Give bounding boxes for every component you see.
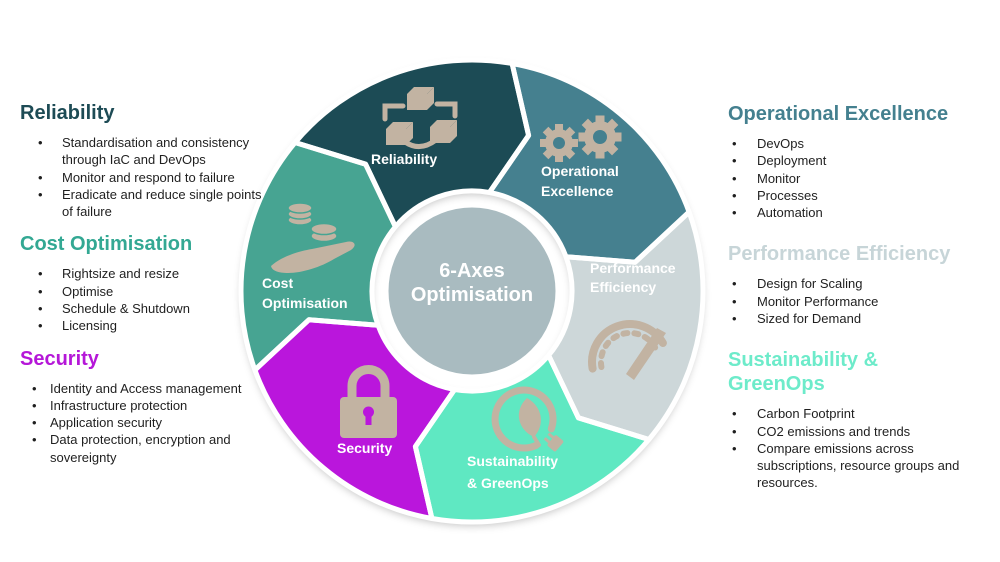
performance-bullet-list: Design for Scaling Monitor Performance S… <box>728 275 988 327</box>
padlock-icon <box>340 365 397 438</box>
cubes-network-icon <box>382 87 458 149</box>
bullet-item: Data protection, encryption and sovereig… <box>20 431 274 466</box>
bullet-item: Sized for Demand <box>728 310 988 328</box>
cost-bullet-list: Rightsize and resize Optimise Schedule &… <box>20 265 274 334</box>
bullet-item: Monitor Performance <box>728 293 988 311</box>
reliability-bullet-list: Standardisation and consistency through … <box>20 134 274 220</box>
section-heading-operational-excellence: Operational Excellence <box>728 103 949 125</box>
bullet-item: DevOps <box>728 135 988 153</box>
wheel-center-circle <box>383 202 561 380</box>
gears-icon <box>540 115 622 162</box>
wheel-label-operational-2: Excellence <box>541 183 614 199</box>
wheel-label-sustainability-2: & GreenOps <box>467 475 549 491</box>
bullet-item: Infrastructure protection <box>20 397 274 415</box>
wheel-segment-sustainability-greenops <box>415 355 649 522</box>
bullet-item: Rightsize and resize <box>20 265 274 283</box>
wheel-label-reliability: Reliability <box>371 151 437 167</box>
bullet-item: Design for Scaling <box>728 275 988 293</box>
wheel-label-sustainability-1: Sustainability <box>467 453 558 469</box>
bullet-item: Monitor <box>728 170 988 188</box>
section-heading-performance-efficiency: Performance Efficiency <box>728 243 951 266</box>
section-heading-cost-optimisation: Cost Optimisation <box>20 233 193 256</box>
left-column: Reliability Standardisation and consiste… <box>20 101 274 478</box>
section-heading-security: Security <box>20 347 99 370</box>
section-heading-sustainability-greenops: Sustainability & GreenOps <box>728 349 879 396</box>
security-bullet-list: Identity and Access management Infrastru… <box>20 380 274 466</box>
bullet-item: CO2 emissions and trends <box>728 423 988 441</box>
section-heading-reliability: Reliability <box>20 102 115 124</box>
right-column: Operational Excellence DevOps Deployment… <box>728 102 988 513</box>
wheel-label-cost-2: Optimisation <box>262 295 348 311</box>
bullet-item: Application security <box>20 414 274 432</box>
bullet-item: Processes <box>728 187 988 205</box>
bullet-item: Standardisation and consistency through … <box>20 134 274 169</box>
bullet-item: Monitor and respond to failure <box>20 169 274 187</box>
bullet-item: Compare emissions across subscriptions, … <box>728 440 988 492</box>
bullet-item: Schedule & Shutdown <box>20 300 274 318</box>
section-operational-excellence: Operational Excellence DevOps Deployment… <box>728 102 988 222</box>
sustainability-bullet-list: Carbon Footprint CO2 emissions and trend… <box>728 405 988 491</box>
section-security: Security Identity and Access management … <box>20 347 274 466</box>
wheel-segment-operational-excellence <box>489 63 690 263</box>
wheel-label-security: Security <box>337 440 392 456</box>
bullet-item: Optimise <box>20 283 274 301</box>
bullet-item: Identity and Access management <box>20 380 274 398</box>
operational-bullet-list: DevOps Deployment Monitor Processes Auto… <box>728 135 988 222</box>
section-cost-optimisation: Cost Optimisation Rightsize and resize O… <box>20 232 274 334</box>
section-performance-efficiency: Performance Efficiency Design for Scalin… <box>728 242 988 327</box>
wheel-label-performance-2: Efficiency <box>590 279 656 295</box>
speedometer-icon <box>588 320 667 380</box>
wheel-center-label-2: Optimisation <box>411 284 533 306</box>
bullet-item: Carbon Footprint <box>728 405 988 423</box>
bullet-item: Deployment <box>728 152 988 170</box>
wheel-label-operational-1: Operational <box>541 163 619 179</box>
wheel-label-performance-1: Performance <box>590 260 676 276</box>
bullet-item: Eradicate and reduce single points of fa… <box>20 186 274 221</box>
coins-hand-icon <box>271 202 355 273</box>
leaf-plug-icon <box>491 386 564 452</box>
bullet-item: Automation <box>728 204 988 222</box>
section-sustainability-greenops: Sustainability & GreenOps Carbon Footpri… <box>728 348 988 491</box>
wheel-center-label-1: 6-Axes <box>439 260 505 282</box>
bullet-item: Licensing <box>20 317 274 335</box>
section-reliability: Reliability Standardisation and consiste… <box>20 101 274 220</box>
